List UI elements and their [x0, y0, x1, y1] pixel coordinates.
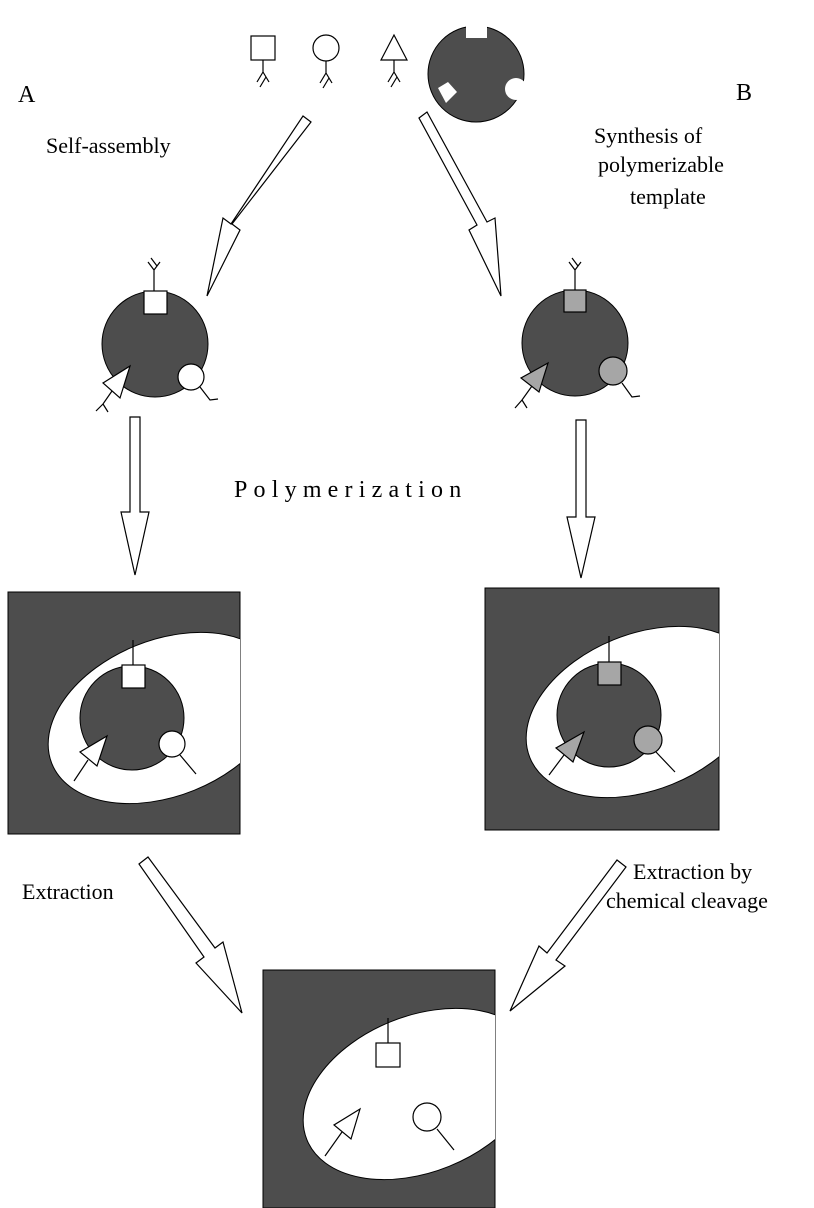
- path-b-label: B: [736, 80, 752, 106]
- arrow-polymerization-left: [120, 416, 150, 576]
- synthesis-label-line1: Synthesis of: [594, 123, 703, 148]
- extraction-label: Extraction: [22, 879, 114, 904]
- extraction-cleavage-label-line2: chemical cleavage: [606, 888, 768, 913]
- arrow-synthesis: [418, 111, 502, 297]
- synthesis-label-line3: template: [630, 184, 706, 209]
- square-monomer-icon: [250, 35, 276, 88]
- arrow-extraction: [138, 856, 243, 1014]
- triangle-monomer-icon: [380, 33, 408, 88]
- circle-monomer-icon: [312, 34, 340, 89]
- arrow-self-assembly: [206, 115, 312, 297]
- arrow-extraction-cleavage: [509, 859, 627, 1012]
- polymer-block-a: [7, 591, 241, 835]
- synthesis-label-line2: polymerizable: [598, 152, 724, 177]
- extraction-cleavage-label-line1: Extraction by: [633, 859, 752, 884]
- imprinted-polymer: [262, 969, 496, 1208]
- polymerization-label: Polymerization: [234, 477, 467, 503]
- polymerizable-template: [514, 257, 641, 409]
- template-molecule-icon: [427, 20, 527, 123]
- self-assembly-label: Self-assembly: [46, 133, 171, 158]
- path-a-label: A: [18, 82, 36, 108]
- arrow-polymerization-right: [566, 419, 596, 579]
- self-assembled-complex: [95, 257, 219, 413]
- polymer-block-b: [484, 587, 720, 831]
